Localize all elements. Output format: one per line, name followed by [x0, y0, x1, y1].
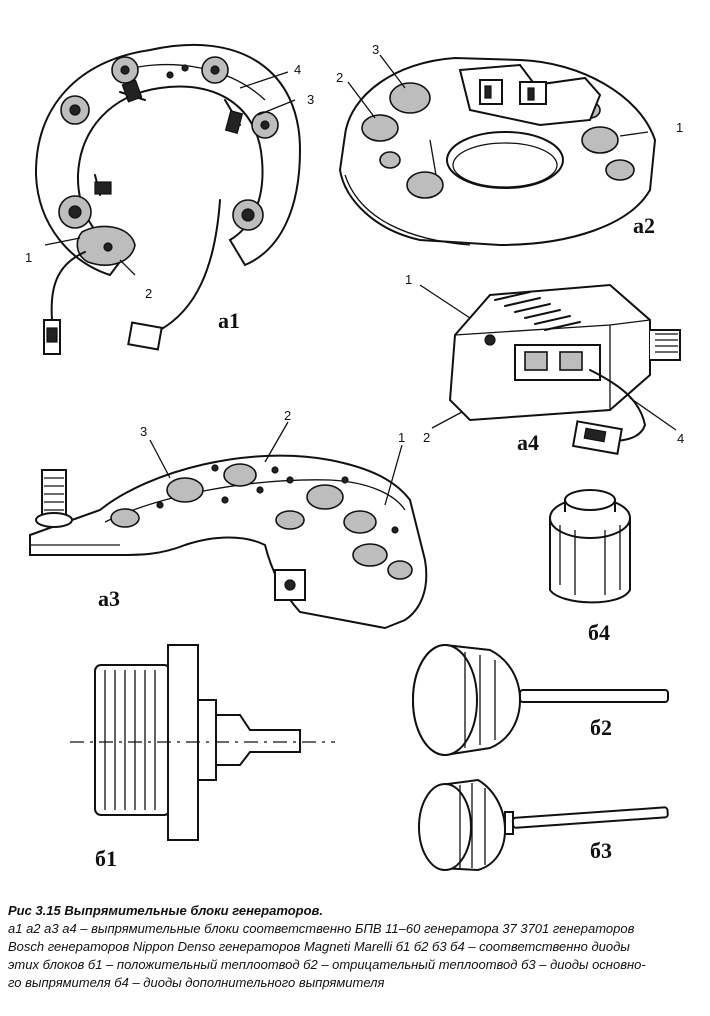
label-b3: б3: [590, 838, 612, 863]
rectifier-a1: 1 2 3 4 а1: [25, 43, 314, 355]
callout-a2-3: 3: [372, 42, 379, 57]
callout-a1-4: 4: [294, 62, 301, 77]
caption-line-4: го выпрямителя б4 – диоды дополнительног…: [8, 975, 385, 990]
caption-line-1: а1 а2 а3 а4 – выпрямительные блоки соотв…: [8, 921, 635, 936]
callout-a2-1: 1: [676, 120, 683, 135]
label-a1: а1: [218, 308, 240, 333]
caption-title: Выпрямительные блоки генераторов.: [64, 903, 324, 918]
caption-line-3: этих блоков б1 – положительный теплоотво…: [8, 957, 646, 972]
label-b4: б4: [588, 620, 610, 645]
label-a2: а2: [633, 213, 655, 238]
callout-a4-2: 2: [423, 430, 430, 445]
caption-number: Рис 3.15: [8, 903, 61, 918]
callout-a3-1: 1: [398, 430, 405, 445]
caption-line-2: Bosch генераторов Nippon Denso генератор…: [8, 939, 630, 954]
diode-b2: б2: [412, 644, 669, 756]
callout-a1-3: 3: [307, 92, 314, 107]
callout-a3-2: 2: [284, 408, 291, 423]
callout-a1-1: 1: [25, 250, 32, 265]
callout-a3-3: 3: [140, 424, 147, 439]
diode-b1: б1: [70, 644, 335, 871]
callout-a4-4: 4: [677, 431, 684, 446]
diode-b4: б4: [549, 489, 631, 645]
rectifier-a2: 1 2 3 а2: [336, 42, 683, 247]
label-a4: а4: [517, 430, 539, 455]
callout-a1-2: 2: [145, 286, 152, 301]
callout-a4-1: 1: [405, 272, 412, 287]
label-b2: б2: [590, 715, 612, 740]
label-b1: б1: [95, 846, 117, 871]
label-a3: а3: [98, 586, 120, 611]
callout-a2-2: 2: [336, 70, 343, 85]
rectifier-figure: 1 2 3 4 а1 1 2 3 а2: [25, 42, 684, 872]
figure-caption: Рис 3.15 Выпрямительные блоки генераторо…: [8, 902, 704, 992]
rectifier-a3: 1 2 3 а3: [29, 408, 428, 630]
diode-b3: б3: [418, 778, 669, 872]
rectifier-a4: 1 2 4 а4: [405, 272, 684, 455]
